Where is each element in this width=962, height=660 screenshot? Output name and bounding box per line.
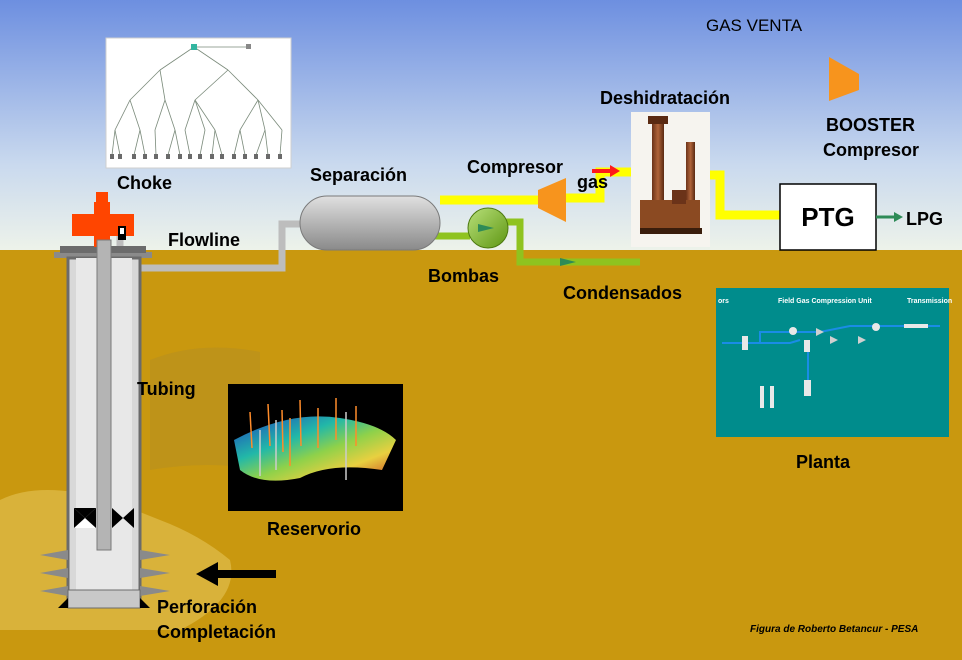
reservorio-label: Reservorio [267,519,362,539]
bombas-label: Bombas [428,266,500,286]
tubing-label: Tubing [137,379,196,399]
decision-tree-chart [105,37,292,169]
booster-compresor-label: Compresor [823,140,920,160]
lpg-label: LPG [906,209,944,229]
separator-vessel [299,195,441,251]
booster-compressor-icon [829,57,859,101]
inflow-arrow [196,562,276,586]
pump [467,207,509,249]
ptg-label: PTG [801,201,855,232]
gas-venta-label: GAS VENTA [706,16,803,35]
compressor [538,178,566,222]
perforacion-label: Perforación [157,597,258,617]
figure-credit: Figura de Roberto Betancur - PESA [750,624,919,635]
plant-panel-ors: ors [718,298,729,305]
completacion-label: Completación [157,622,277,642]
dehydration-unit-photo [631,112,710,247]
condensate-flow-arrow [560,258,576,266]
deshidratacion-label: Deshidratación [600,88,731,108]
lpg-arrow [876,212,903,222]
plant-panel-transmission: Transmission [907,298,953,305]
choke-label: Choke [117,173,173,193]
flowline-label: Flowline [168,230,240,250]
wellbore [40,239,170,609]
condensados-label: Condensados [563,283,683,303]
separacion-label: Separación [310,165,408,185]
plant-panel-title: Field Gas Compression Unit [778,298,872,305]
plant-process-panel [716,288,949,437]
booster-label: BOOSTER [826,115,916,135]
gas-label: gas [577,172,609,192]
gas-arrow [592,165,620,177]
planta-label: Planta [796,452,851,472]
reservoir-model-image [228,384,403,511]
ptg-box [779,183,877,251]
compresor-label: Compresor [467,157,564,177]
